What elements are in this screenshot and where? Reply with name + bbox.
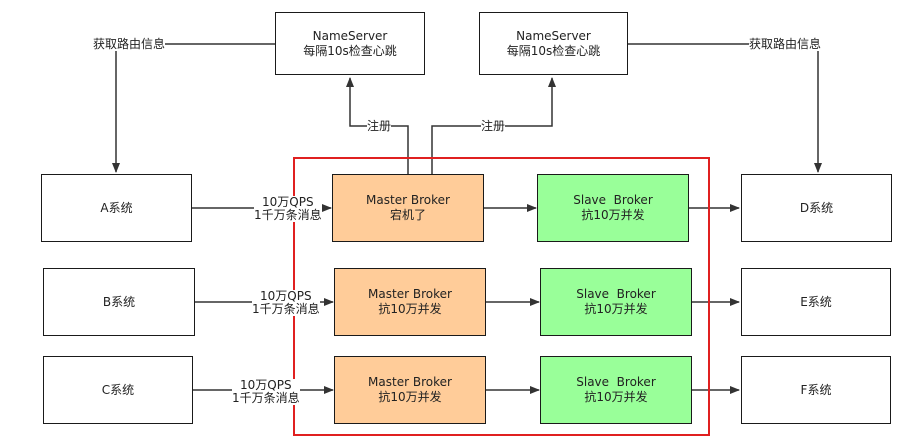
producer-label: B系统 xyxy=(102,294,136,309)
master-broker-status: 抗10万并发 xyxy=(378,390,442,404)
slave-broker-title: Slave Broker xyxy=(576,375,656,389)
producer-label: C系统 xyxy=(101,382,135,397)
master-broker-title: Master Broker xyxy=(368,287,452,301)
throughput-label-b: 10万QPS 1千万条消息 xyxy=(252,290,320,316)
message-count-text: 1千万条消息 xyxy=(252,302,320,316)
route-line-left xyxy=(112,43,275,173)
consumer-node-d: D系统 xyxy=(741,174,892,242)
master-broker-3: Master Broker 抗10万并发 xyxy=(334,356,486,424)
producer-node-b: B系统 xyxy=(43,268,195,336)
nameserver-node-1: NameServer 每隔10s检查心跳 xyxy=(275,12,425,75)
producer-label: A系统 xyxy=(100,200,133,215)
route-label-left: 获取路由信息 xyxy=(93,37,166,51)
slave-broker-title: Slave Broker xyxy=(573,193,653,207)
consumer-node-f: F系统 xyxy=(741,356,891,424)
slave-broker-2: Slave Broker 抗10万并发 xyxy=(540,268,692,336)
master-broker-status: 宕机了 xyxy=(389,208,426,222)
slave-broker-status: 抗10万并发 xyxy=(584,390,648,404)
broker-cluster-highlight xyxy=(293,157,710,436)
message-count-text: 1千万条消息 xyxy=(232,391,300,405)
nameserver-title: NameServer xyxy=(516,28,591,43)
message-count-text: 1千万条消息 xyxy=(254,208,322,222)
slave-broker-status: 抗10万并发 xyxy=(584,302,648,316)
slave-broker-1: Slave Broker 抗10万并发 xyxy=(537,174,689,242)
consumer-label: E系统 xyxy=(800,294,832,309)
nameserver-node-2: NameServer 每隔10s检查心跳 xyxy=(479,12,628,75)
master-broker-1: Master Broker 宕机了 xyxy=(332,174,484,242)
register-label-right: 注册 xyxy=(481,119,506,133)
producer-node-c: C系统 xyxy=(43,356,193,424)
master-broker-title: Master Broker xyxy=(366,193,450,207)
master-broker-2: Master Broker 抗10万并发 xyxy=(334,268,486,336)
qps-text: 10万QPS xyxy=(240,378,292,392)
qps-text: 10万QPS xyxy=(262,195,314,209)
nameserver-title: NameServer xyxy=(312,28,388,43)
slave-broker-title: Slave Broker xyxy=(576,287,656,301)
consumer-node-e: E系统 xyxy=(741,268,891,336)
nameserver-subtitle: 每隔10s检查心跳 xyxy=(303,43,397,58)
route-line-right xyxy=(628,43,822,173)
throughput-label-a: 10万QPS 1千万条消息 xyxy=(254,196,322,222)
slave-broker-3: Slave Broker 抗10万并发 xyxy=(540,356,692,424)
throughput-label-c: 10万QPS 1千万条消息 xyxy=(232,379,300,405)
master-broker-title: Master Broker xyxy=(368,375,452,389)
nameserver-subtitle: 每隔10s检查心跳 xyxy=(506,43,601,58)
consumer-label: D系统 xyxy=(799,200,834,215)
route-label-right: 获取路由信息 xyxy=(749,37,822,51)
qps-text: 10万QPS xyxy=(260,289,312,303)
register-label-left: 注册 xyxy=(367,119,392,133)
master-broker-status: 抗10万并发 xyxy=(378,302,442,316)
slave-broker-status: 抗10万并发 xyxy=(581,208,645,222)
consumer-label: F系统 xyxy=(800,382,832,397)
producer-node-a: A系统 xyxy=(41,174,192,242)
